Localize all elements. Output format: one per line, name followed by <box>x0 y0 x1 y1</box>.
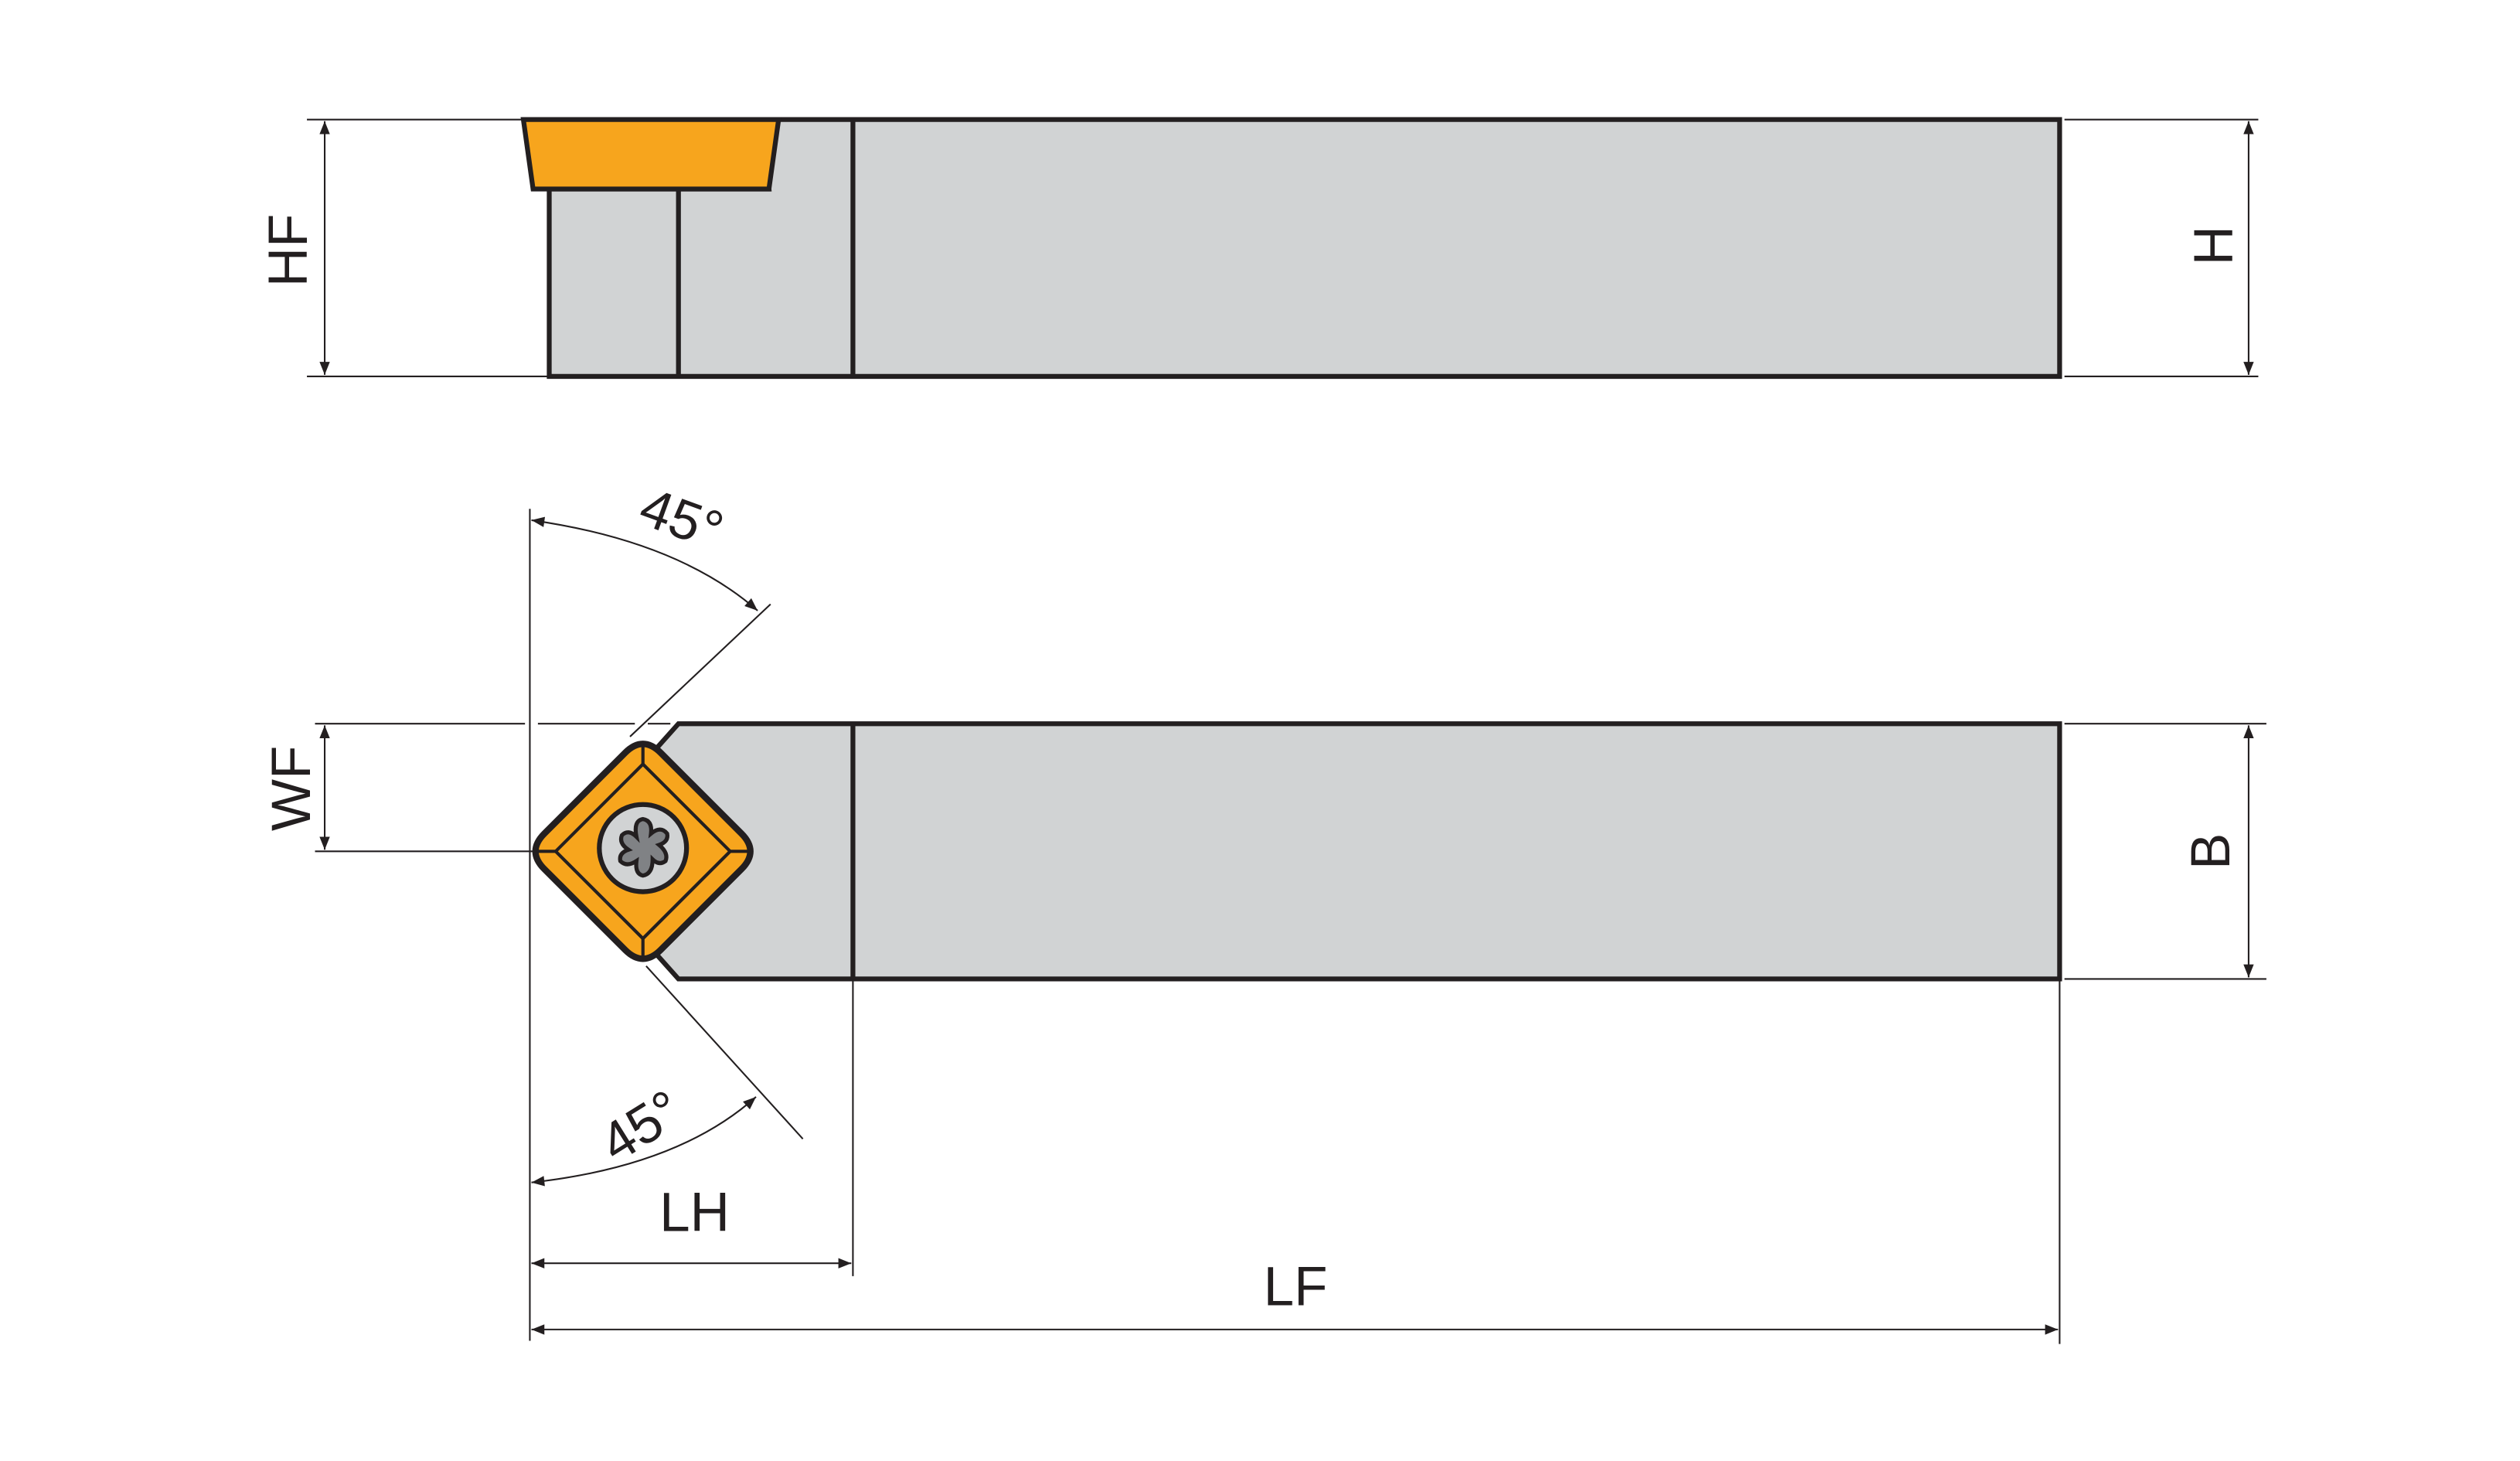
side-view: HF H <box>258 117 2259 380</box>
angle-top-label: 45° <box>632 476 731 562</box>
hf-label: HF <box>258 214 319 288</box>
insert <box>532 741 754 962</box>
shank-side <box>547 117 2062 380</box>
angle-arc-top <box>531 516 758 611</box>
h-label: H <box>2184 226 2245 265</box>
angle-bottom-label: 45° <box>590 1079 693 1175</box>
lf-label: LF <box>1264 1257 1328 1318</box>
lh-label: LH <box>659 1182 730 1243</box>
angle-arc-bottom <box>531 1096 757 1187</box>
b-label: B <box>2181 833 2242 870</box>
top-view: WF B LH LF 45° 45° <box>261 476 2266 1344</box>
wf-label: WF <box>261 746 322 831</box>
insert-side <box>520 117 782 192</box>
torx-icon <box>618 816 669 878</box>
